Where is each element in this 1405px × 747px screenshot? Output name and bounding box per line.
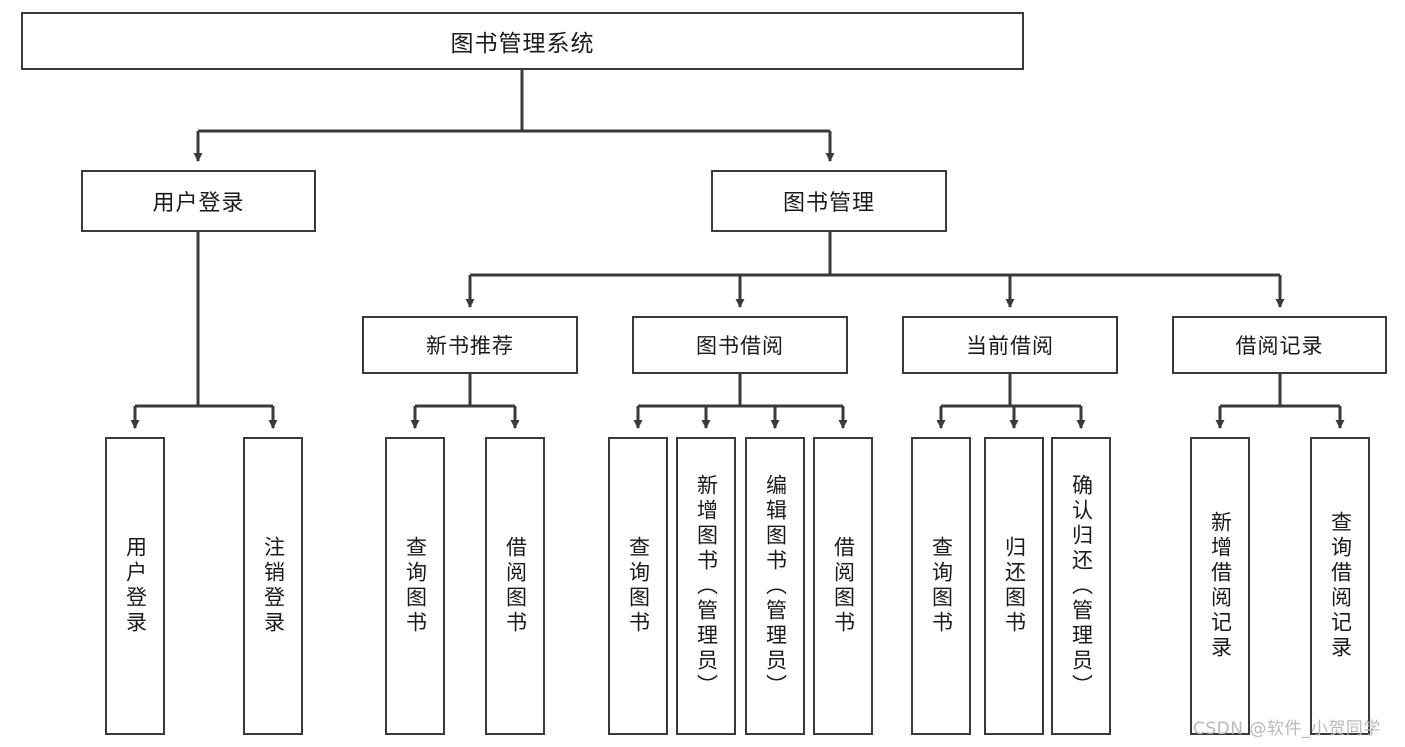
- node-label: 借阅图书: [831, 536, 856, 636]
- node-leaf-confirm-return-admin[interactable]: 确认归还（管理员）: [1051, 437, 1111, 735]
- node-label: 查询图书: [929, 536, 954, 636]
- node-level2-borrow-record[interactable]: 借阅记录: [1172, 316, 1387, 374]
- node-leaf-logout-login[interactable]: 注销登录: [243, 437, 303, 735]
- node-level1-book-management[interactable]: 图书管理: [711, 170, 947, 232]
- node-label: 查询图书: [626, 536, 651, 636]
- node-level2-book-borrow[interactable]: 图书借阅: [632, 316, 848, 374]
- node-label: 借阅图书: [503, 536, 528, 636]
- node-label: 新书推荐: [426, 334, 514, 358]
- node-leaf-user-login[interactable]: 用户登录: [105, 437, 165, 735]
- node-leaf-return-book[interactable]: 归还图书: [984, 437, 1044, 735]
- node-leaf-edit-book-admin[interactable]: 编辑图书（管理员）: [745, 437, 805, 735]
- node-leaf-add-book-admin[interactable]: 新增图书（管理员）: [676, 437, 736, 735]
- node-leaf-query-book-borrow[interactable]: 查询图书: [608, 437, 668, 735]
- node-label: 注销登录: [261, 536, 286, 636]
- node-label: 用户登录: [123, 536, 148, 636]
- node-label: 图书借阅: [696, 334, 784, 358]
- node-label: 用户登录: [152, 191, 245, 216]
- node-label: 新增图书（管理员）: [694, 473, 719, 699]
- node-label: 确认归还（管理员）: [1069, 473, 1094, 699]
- node-root-label: 图书管理系统: [450, 31, 595, 57]
- node-label: 借阅记录: [1235, 334, 1324, 358]
- node-label: 归还图书: [1002, 536, 1027, 636]
- node-label: 编辑图书（管理员）: [763, 473, 788, 699]
- node-leaf-borrow-book-recommend[interactable]: 借阅图书: [485, 437, 545, 735]
- node-level1-user-login[interactable]: 用户登录: [81, 170, 316, 232]
- node-level2-current-borrow[interactable]: 当前借阅: [902, 316, 1118, 374]
- node-root[interactable]: 图书管理系统: [21, 12, 1024, 70]
- node-label: 新增借阅记录: [1208, 511, 1233, 661]
- node-level2-new-book-recommend[interactable]: 新书推荐: [362, 316, 578, 374]
- node-label: 查询借阅记录: [1328, 511, 1353, 661]
- node-leaf-borrow-book[interactable]: 借阅图书: [813, 437, 873, 735]
- watermark: CSDN @软件_小贺同学: [1193, 719, 1381, 739]
- node-label: 当前借阅: [966, 334, 1054, 358]
- node-leaf-query-book-current[interactable]: 查询图书: [911, 437, 971, 735]
- node-leaf-add-borrow-record[interactable]: 新增借阅记录: [1190, 437, 1250, 735]
- node-label: 图书管理: [782, 191, 875, 216]
- node-leaf-query-book-recommend[interactable]: 查询图书: [385, 437, 445, 735]
- node-label: 查询图书: [403, 536, 428, 636]
- node-leaf-query-borrow-record[interactable]: 查询借阅记录: [1310, 437, 1370, 735]
